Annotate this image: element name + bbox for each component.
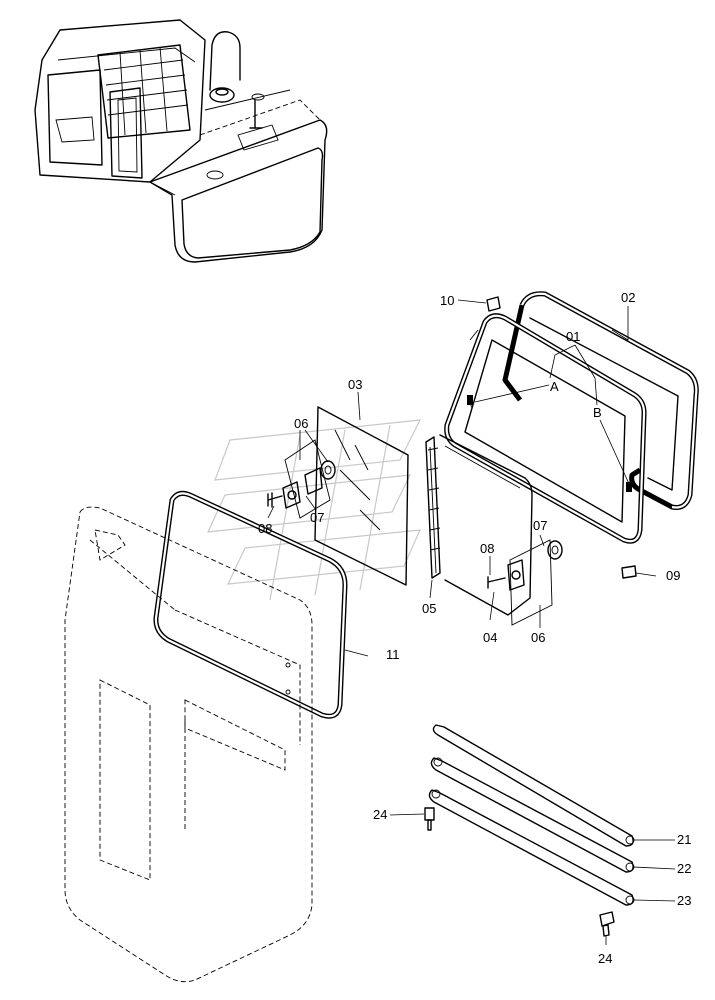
- label-09: 09: [666, 568, 680, 583]
- part-24-bolt-upper: [424, 807, 435, 831]
- latch-assembly-right: [487, 539, 563, 626]
- watermark-logo: [207, 419, 422, 601]
- label-22: 22: [677, 861, 691, 876]
- label-07-left: 07: [310, 510, 324, 525]
- leader-lines: [267, 299, 676, 945]
- part-24-bolt-lower: [599, 911, 615, 937]
- part-01-window-sash-frame: [444, 313, 647, 544]
- label-11: 11: [386, 647, 400, 662]
- cab-outline: [64, 506, 313, 983]
- label-06-left: 06: [294, 416, 308, 431]
- latch-assembly-left: [267, 439, 336, 519]
- machine-overview-illustration: [34, 19, 328, 263]
- lower-glass-pane: [439, 434, 533, 616]
- part-03-glass-panel: [314, 406, 409, 586]
- part-11-front-window-seal: [153, 490, 348, 719]
- label-08-right: 08: [480, 541, 494, 556]
- part-05-vertical-guide-rail: [425, 436, 441, 579]
- part-02-outer-window-seal: [502, 291, 699, 510]
- part-09-pad: [621, 565, 637, 579]
- label-02: 02: [621, 290, 635, 305]
- label-05: 05: [422, 601, 436, 616]
- label-ref-a: A: [550, 379, 559, 394]
- label-10: 10: [440, 293, 454, 308]
- label-07-right: 07: [533, 518, 547, 533]
- label-08-left: 08: [258, 521, 272, 536]
- part-10-pad: [486, 296, 501, 312]
- label-24-upper: 24: [373, 807, 387, 822]
- label-23: 23: [677, 893, 691, 908]
- label-03: 03: [348, 377, 362, 392]
- label-24-lower: 24: [598, 951, 612, 966]
- roof-guard-grille: [97, 44, 191, 139]
- part-22-strap: [430, 757, 635, 873]
- label-04: 04: [483, 630, 497, 645]
- label-01: 01: [566, 329, 580, 344]
- label-21: 21: [677, 832, 691, 847]
- label-06-right: 06: [531, 630, 545, 645]
- label-ref-b: B: [593, 405, 602, 420]
- callout-labels: 10 02 01 A B 03 06 08 07 05 07 08 04 06 …: [258, 290, 691, 966]
